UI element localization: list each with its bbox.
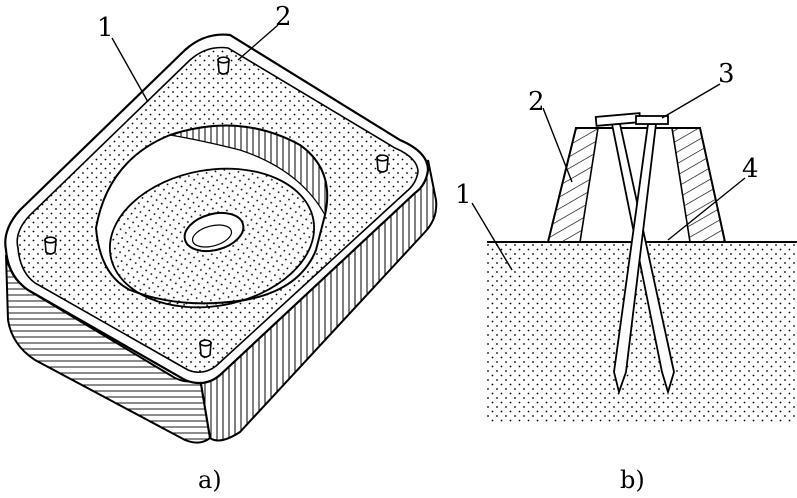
callout-a-1: 1 [97, 13, 114, 43]
pin-top [217, 56, 230, 75]
nail-left [594, 112, 675, 396]
pin-left [44, 236, 57, 255]
figure-a-block [4, 33, 438, 444]
caption-a: a) [198, 466, 222, 494]
caption-b: b) [620, 466, 645, 494]
figure-b-section [487, 112, 797, 422]
nail-right [613, 115, 669, 396]
mound-right-section [671, 127, 726, 243]
leader-b-4 [667, 177, 746, 241]
leader-a-2 [237, 24, 279, 61]
pin-right [376, 154, 389, 173]
callout-b-1: 1 [455, 180, 472, 210]
leader-b-1 [471, 202, 513, 271]
leader-b-3 [661, 83, 721, 119]
mound-left-section [546, 127, 599, 243]
leader-a-1 [111, 37, 149, 103]
pin-bottom [199, 339, 212, 358]
callout-b-2: 2 [528, 87, 545, 117]
callout-a-2: 2 [275, 2, 292, 32]
callout-b-3: 3 [718, 59, 735, 89]
leader-b-2 [542, 107, 573, 183]
callout-b-4: 4 [742, 154, 759, 184]
